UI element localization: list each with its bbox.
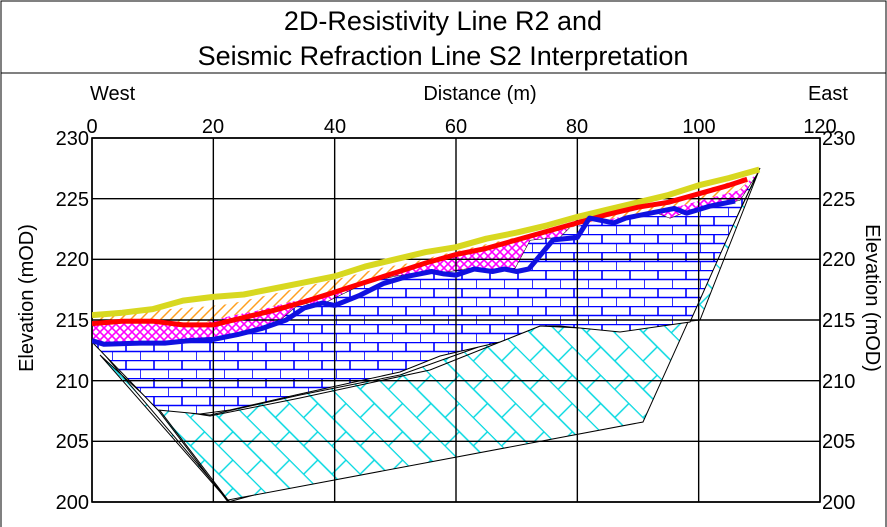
y-tick-label-right: 215 [822,310,855,332]
y-tick-label-left: 200 [56,492,89,514]
title-line-2: Seismic Refraction Line S2 Interpretatio… [198,41,689,71]
y-tick-label-right: 210 [822,371,855,393]
y-tick-label-right: 225 [822,189,855,211]
x-tick-label: 60 [445,116,467,138]
plot-frame [91,137,821,503]
x-tick-label: 0 [86,116,97,138]
title-box [0,0,887,74]
x-tick-label: 80 [566,116,588,138]
elevation-axis-label-left: Elevation (mOD) [16,224,38,372]
distance-axis-label: Distance (m) [423,83,536,105]
blue-boundary-line [92,198,736,347]
magenta-unit [92,172,758,343]
y-tick-label-left: 205 [56,431,89,453]
east-label: East [808,83,848,105]
geology-units [92,167,761,502]
ground-surface-line [92,166,761,319]
title-line-1: 2D-Resistivity Line R2 and [284,6,602,36]
x-tick-label: 20 [202,116,224,138]
y-tick-label-left: 230 [56,128,89,150]
west-label: West [90,83,136,105]
elevation-axis-label-right: Elevation (mOD) [861,224,883,372]
y-tick-label-left: 225 [56,189,89,211]
y-tick-label-left: 210 [56,371,89,393]
y-tick-label-right: 220 [822,249,855,271]
y-tick-labels-right: 230 225 220 215 210 205 200 [822,128,855,514]
x-tick-label: 120 [803,116,836,138]
y-tick-label-right: 230 [822,128,855,150]
y-tick-label-right: 205 [822,431,855,453]
y-tick-label-left: 220 [56,249,89,271]
y-tick-labels-left: 230 225 220 215 210 205 200 [56,128,89,514]
y-tick-label-left: 215 [56,310,89,332]
boundary-lines [92,166,761,347]
red-boundary-line [92,176,748,328]
x-tick-label: 40 [324,116,346,138]
x-tick-labels: 0 20 40 60 80 100 120 [86,116,836,138]
y-tick-label-right: 200 [822,492,855,514]
x-tick-label: 100 [682,116,715,138]
